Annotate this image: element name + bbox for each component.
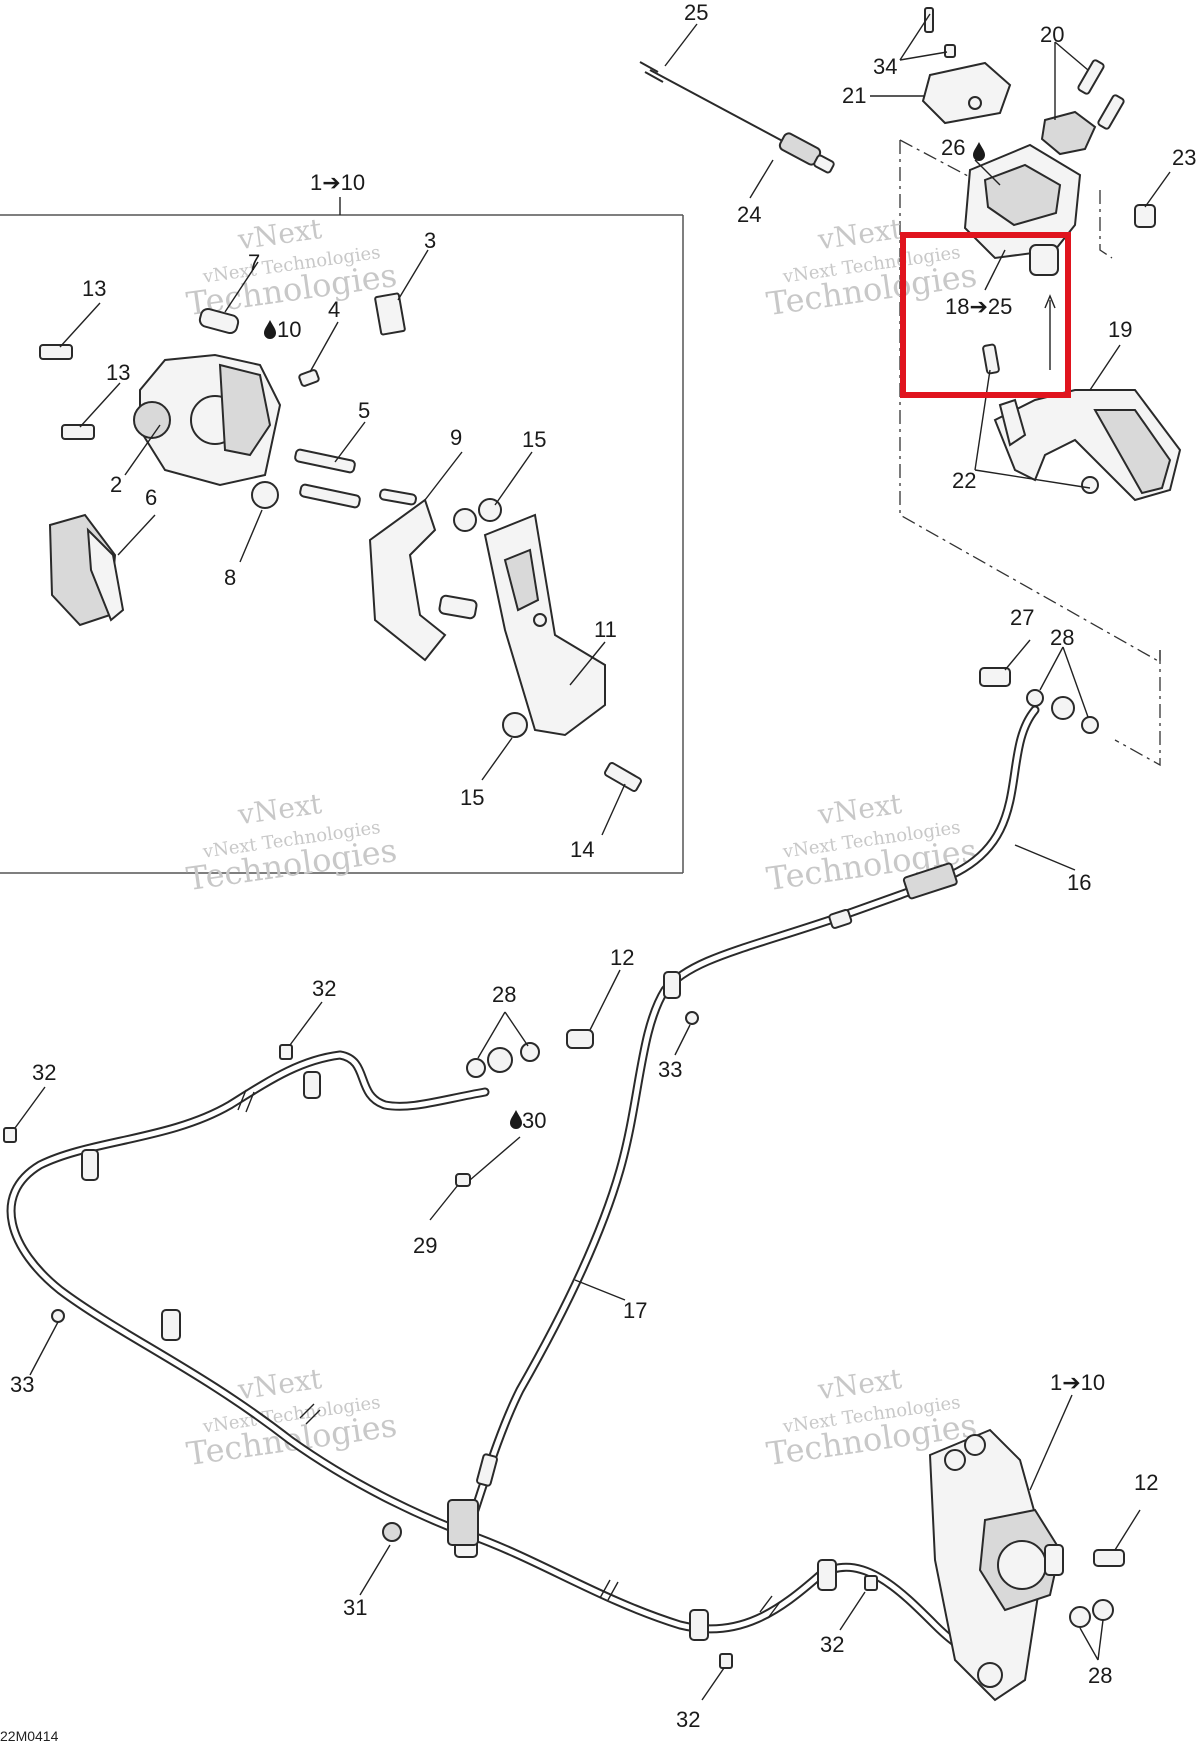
- svg-text:vNext: vNext: [815, 1362, 904, 1407]
- callout-12b: 12: [1134, 1470, 1158, 1495]
- rear-caliper: [928, 1428, 1125, 1702]
- callout-13b: 13: [106, 360, 130, 385]
- callout-12a: 12: [610, 945, 634, 970]
- brake-lines: [6, 705, 1040, 1661]
- callout-6: 6: [145, 485, 157, 510]
- master-cylinder: [921, 7, 1156, 276]
- callout-16: 16: [1067, 870, 1091, 895]
- small-parts: [3, 667, 1099, 1669]
- callout-1to10-top: 1➔10: [310, 170, 365, 195]
- master-cylinder-group-outline: [899, 139, 1161, 767]
- callout-7: 7: [248, 250, 260, 275]
- callout-28c: 28: [1088, 1663, 1112, 1688]
- caliper-detail-box: [0, 197, 684, 874]
- callout-28b: 28: [492, 982, 516, 1007]
- callout-33a: 33: [658, 1057, 682, 1082]
- callout-13a: 13: [82, 276, 106, 301]
- callout-27: 27: [1010, 605, 1034, 630]
- callout-2: 2: [110, 472, 122, 497]
- callout-30: 30: [522, 1108, 546, 1133]
- caliper-detail-parts: [39, 292, 642, 792]
- callout-32a: 32: [312, 976, 336, 1001]
- svg-text:vNext: vNext: [815, 787, 904, 832]
- callout-20: 20: [1040, 22, 1064, 47]
- svg-text:vNext: vNext: [235, 787, 324, 832]
- callout-34: 34: [873, 54, 897, 79]
- callout-28a: 28: [1050, 625, 1074, 650]
- callout-10: 10: [277, 317, 301, 342]
- callout-24: 24: [737, 202, 761, 227]
- callout-19: 19: [1108, 317, 1132, 342]
- callout-14: 14: [570, 837, 594, 862]
- callout-21: 21: [842, 83, 866, 108]
- callout-22: 22: [952, 468, 976, 493]
- fluid-drop-icon: [973, 142, 985, 161]
- callout-8: 8: [224, 565, 236, 590]
- callout-1to10-bottom: 1➔10: [1050, 1370, 1105, 1395]
- highlight-box: [900, 232, 1071, 398]
- callout-33b: 33: [10, 1372, 34, 1397]
- callout-4: 4: [328, 297, 340, 322]
- svg-text:vNext: vNext: [815, 212, 904, 257]
- callout-32d: 32: [676, 1707, 700, 1732]
- brake-light-switch: [639, 61, 835, 174]
- callout-15b: 15: [460, 785, 484, 810]
- hose-clamps: [81, 862, 958, 1641]
- callout-23: 23: [1172, 145, 1196, 170]
- svg-text:vNext: vNext: [235, 1362, 324, 1407]
- callout-9: 9: [450, 425, 462, 450]
- callout-25: 25: [684, 0, 708, 25]
- fluid-drop-icon: [510, 1110, 522, 1129]
- callout-15a: 15: [522, 427, 546, 452]
- callout-32c: 32: [820, 1632, 844, 1657]
- leader-lines: [14, 13, 1171, 1701]
- brake-pedal: [982, 343, 1182, 502]
- fluid-drop-icon: [264, 320, 276, 339]
- callout-3: 3: [424, 228, 436, 253]
- callout-31: 31: [343, 1595, 367, 1620]
- fluid-drop-icons: [264, 142, 985, 1129]
- callout-29: 29: [413, 1233, 437, 1258]
- callout-26: 26: [941, 135, 965, 160]
- callout-11: 11: [594, 617, 617, 642]
- callout-32b: 32: [32, 1060, 56, 1085]
- callout-labels: 25 34 20 21 26 23 24 1➔10 18➔25 19 22 3 …: [10, 0, 1196, 1732]
- callout-5: 5: [358, 398, 370, 423]
- callout-17: 17: [623, 1298, 647, 1323]
- callout-18to25: 18➔25: [945, 294, 1012, 319]
- diagram-code: 22M0414: [0, 1728, 59, 1744]
